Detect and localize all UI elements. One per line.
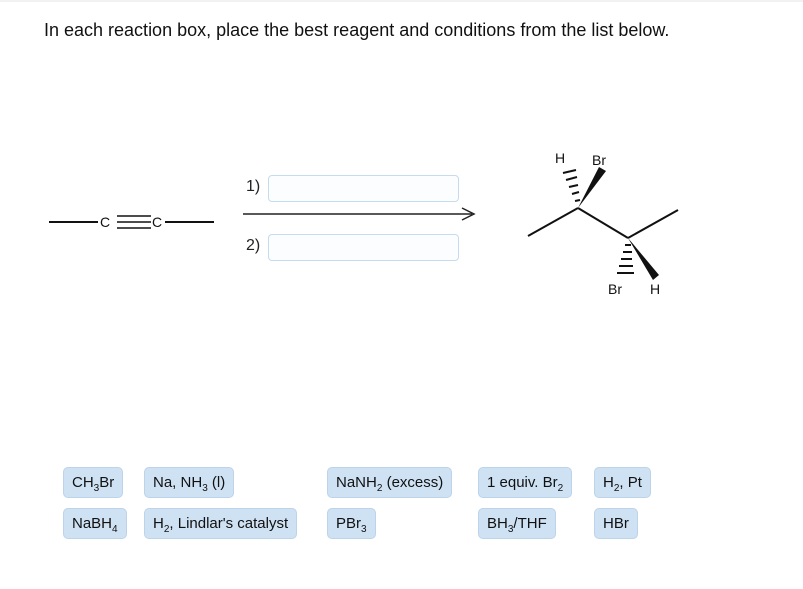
- reagent-chip-hbr[interactable]: HBr: [594, 508, 638, 539]
- product-top-h-label: H: [555, 150, 566, 166]
- bottom-h-wedge-bond: [628, 238, 659, 280]
- product-left-methyl-bond: [527, 207, 579, 237]
- product-top-br-label: Br: [592, 152, 606, 168]
- reagent-chip-h2-pt[interactable]: H2, Pt: [594, 467, 651, 498]
- reagent-chip-na-nh3[interactable]: Na, NH3 (l): [144, 467, 235, 498]
- instruction-text: In each reaction box, place the best rea…: [44, 20, 670, 40]
- product-bottom-br-label: Br: [608, 281, 622, 297]
- alkyne-carbon-right-label: C: [152, 214, 163, 230]
- product-central-bond: [577, 207, 629, 239]
- reagent-chip-pbr3[interactable]: PBr3: [327, 508, 376, 539]
- reaction-arrow-head: [461, 207, 476, 221]
- bottom-br-hashed-bond: [617, 244, 634, 274]
- alkyne-carbon-left-label: C: [100, 214, 111, 230]
- reagent-chip-nanh2-excess[interactable]: NaNH2 (excess): [327, 467, 453, 498]
- step-2-label: 2): [246, 237, 261, 254]
- reagent-chip-bh3-thf[interactable]: BH3/THF: [478, 508, 556, 539]
- step-1-label: 1): [246, 178, 261, 195]
- reagent-chip-h2-lindlar[interactable]: H2, Lindlar's catalyst: [144, 508, 298, 539]
- top-br-wedge-bond: [578, 167, 606, 208]
- reagent-chip-nabh4[interactable]: NaBH4: [63, 508, 127, 539]
- step-2-drop-box[interactable]: [268, 234, 459, 261]
- top-divider: [0, 0, 803, 2]
- product-right-methyl-bond: [627, 209, 679, 239]
- reagent-chip-1-equiv-br2[interactable]: 1 equiv. Br2: [478, 467, 573, 498]
- product-bottom-h-label: H: [650, 281, 661, 297]
- top-h-hashed-bond: [562, 169, 581, 202]
- step-1-drop-box[interactable]: [268, 175, 459, 202]
- reagent-chip-ch3br[interactable]: CH3Br: [63, 467, 124, 498]
